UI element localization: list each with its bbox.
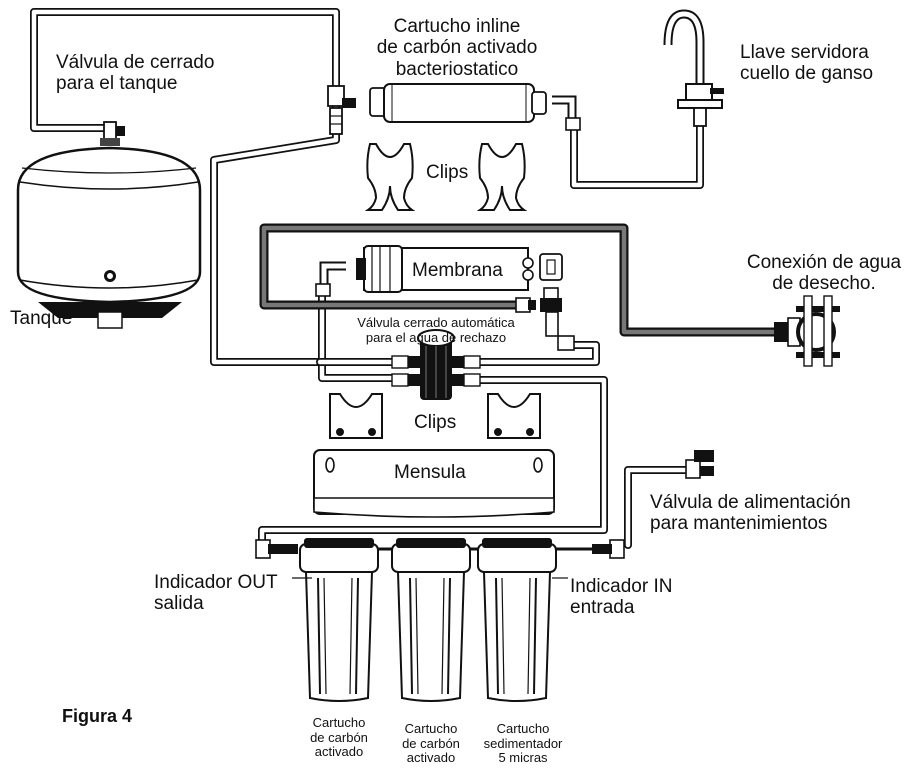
label-conexion-desecho-line-2: de desecho. xyxy=(772,273,876,295)
label-indicador-out: Indicador OUT salida xyxy=(154,572,278,615)
label-indicador-out-line-1: Indicador OUT xyxy=(154,572,278,593)
label-cartucho-inline: Cartucho inline de carbón activado bacte… xyxy=(352,16,562,80)
label-valvula-alimentacion-line-1: Válvula de alimentación xyxy=(650,492,851,513)
label-valvula-alimentacion: Válvula de alimentación para mantenimien… xyxy=(650,492,851,535)
label-indicador-out-line-2: salida xyxy=(154,593,204,615)
label-conexion-desecho-line-1: Conexión de agua xyxy=(746,252,902,273)
inline-carbon-cartridge xyxy=(369,83,581,131)
flow-restrictor-body xyxy=(391,329,481,400)
cartridge-label-1: Cartucho de carbón activado xyxy=(290,715,388,760)
label-indicador-in-line-1: Indicador IN xyxy=(570,576,673,597)
clips-top-pair xyxy=(364,143,528,211)
drain-saddle-clamp xyxy=(774,295,840,367)
label-clips-top: Clips xyxy=(426,162,469,183)
filter-housing-2 xyxy=(391,538,471,702)
label-valvula-tanque-line-2: para el tanque xyxy=(56,73,178,95)
label-clips-bottom: Clips xyxy=(414,412,457,433)
label-cartucho-inline-line-3: bacteriostatico xyxy=(395,58,519,80)
filter-housing-3 xyxy=(477,538,557,702)
waste-drain-tube xyxy=(259,223,776,337)
label-cartucho-inline-line-1: Cartucho inline xyxy=(393,16,521,37)
label-conexion-desecho: Conexión de agua de desecho. xyxy=(734,252,914,295)
label-mensula: Mensula xyxy=(394,462,466,483)
label-valvula-tanque: Válvula de cerrado para el tanque xyxy=(56,52,214,95)
cartridge-label-2: Cartucho de carbón activado xyxy=(382,721,480,766)
label-valvula-rechazo: Válvula cerrado automática para el agua … xyxy=(336,315,536,345)
clips-bottom-pair xyxy=(329,393,541,439)
cartridge-3-line-3: 5 micras xyxy=(498,750,548,766)
label-valvula-alimentacion-line-2: para mantenimientos xyxy=(650,513,828,535)
auto-shutoff-valve-parts xyxy=(540,287,575,351)
label-llave-servidora: Llave servidora cuello de ganso xyxy=(740,42,873,85)
label-tanque: Tanque xyxy=(10,308,73,329)
cartridge-2-line-2: de carbón xyxy=(402,735,460,751)
cartridge-1-line-2: de carbón xyxy=(310,729,368,745)
tubing-thin xyxy=(30,8,704,549)
cartridge-2-line-1: Cartucho xyxy=(404,721,458,736)
storage-tank xyxy=(16,121,202,329)
membrane-housing xyxy=(315,245,563,313)
cartridge-2-line-3: activado xyxy=(406,750,456,766)
label-llave-line-1: Llave servidora xyxy=(740,42,869,63)
gooseneck-faucet xyxy=(663,9,724,127)
label-indicador-in: Indicador IN entrada xyxy=(570,576,672,619)
tank-shutoff-fittings xyxy=(327,85,356,135)
feed-valve xyxy=(685,450,714,479)
cartridge-3-line-2: sedimentador xyxy=(483,735,563,751)
cartridge-label-3: Cartucho sedimentador 5 micras xyxy=(474,721,572,766)
label-membrana: Membrana xyxy=(412,260,503,281)
label-valvula-tanque-line-1: Válvula de cerrado xyxy=(56,52,215,73)
label-indicador-in-line-2: entrada xyxy=(570,597,635,619)
label-valvula-rechazo-line-1: Válvula cerrado automática xyxy=(357,315,515,330)
label-valvula-rechazo-line-2: para el agua de rechazo xyxy=(365,329,507,345)
mounting-bracket-body xyxy=(313,449,555,518)
cartridge-1-line-3: activado xyxy=(314,744,364,760)
label-cartucho-inline-line-2: de carbón activado xyxy=(376,37,538,59)
label-llave-line-2: cuello de ganso xyxy=(740,63,874,85)
cartridge-1-line-1: Cartucho xyxy=(312,715,366,730)
cartridge-3-line-1: Cartucho xyxy=(496,721,550,736)
figure-label: Figura 4 xyxy=(62,706,133,726)
filter-housing-1 xyxy=(299,538,379,702)
